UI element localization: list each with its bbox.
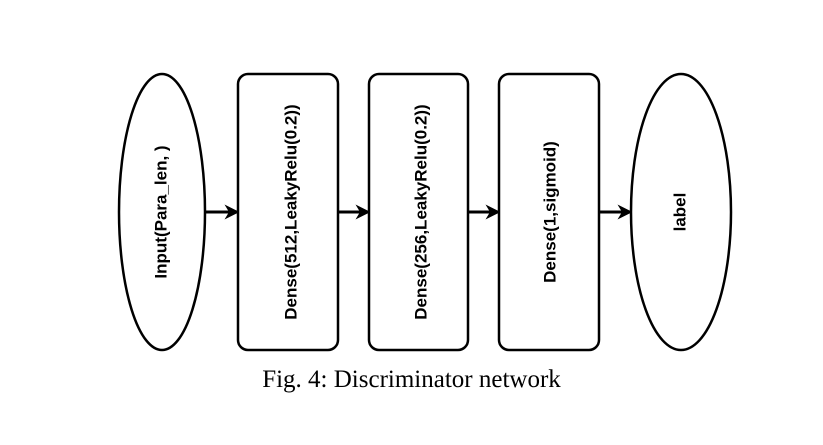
node-dense3: Dense(1,sigmoid) <box>497 72 601 352</box>
node-output: label <box>629 72 733 352</box>
node-input: Input(Para_len, ) <box>117 72 207 352</box>
node-dense2: Dense(256,LeakyRelu(0.2)) <box>367 72 470 352</box>
node-dense3-shape <box>497 72 601 352</box>
node-dense1-shape <box>236 72 340 352</box>
node-dense3-label: Dense(1,sigmoid) <box>540 141 559 283</box>
node-output-label: label <box>670 193 689 232</box>
node-dense2-shape <box>367 72 470 352</box>
node-input-label: Input(Para_len, ) <box>151 145 170 278</box>
node-dense1: Dense(512,LeakyRelu(0.2)) <box>236 72 340 352</box>
node-input-shape <box>117 72 207 352</box>
node-dense1-label: Dense(512,LeakyRelu(0.2)) <box>281 104 300 319</box>
figure-caption: Fig. 4: Discriminator network <box>262 366 561 393</box>
node-output-shape <box>629 72 733 352</box>
node-dense2-label: Dense(256,LeakyRelu(0.2)) <box>411 104 430 319</box>
